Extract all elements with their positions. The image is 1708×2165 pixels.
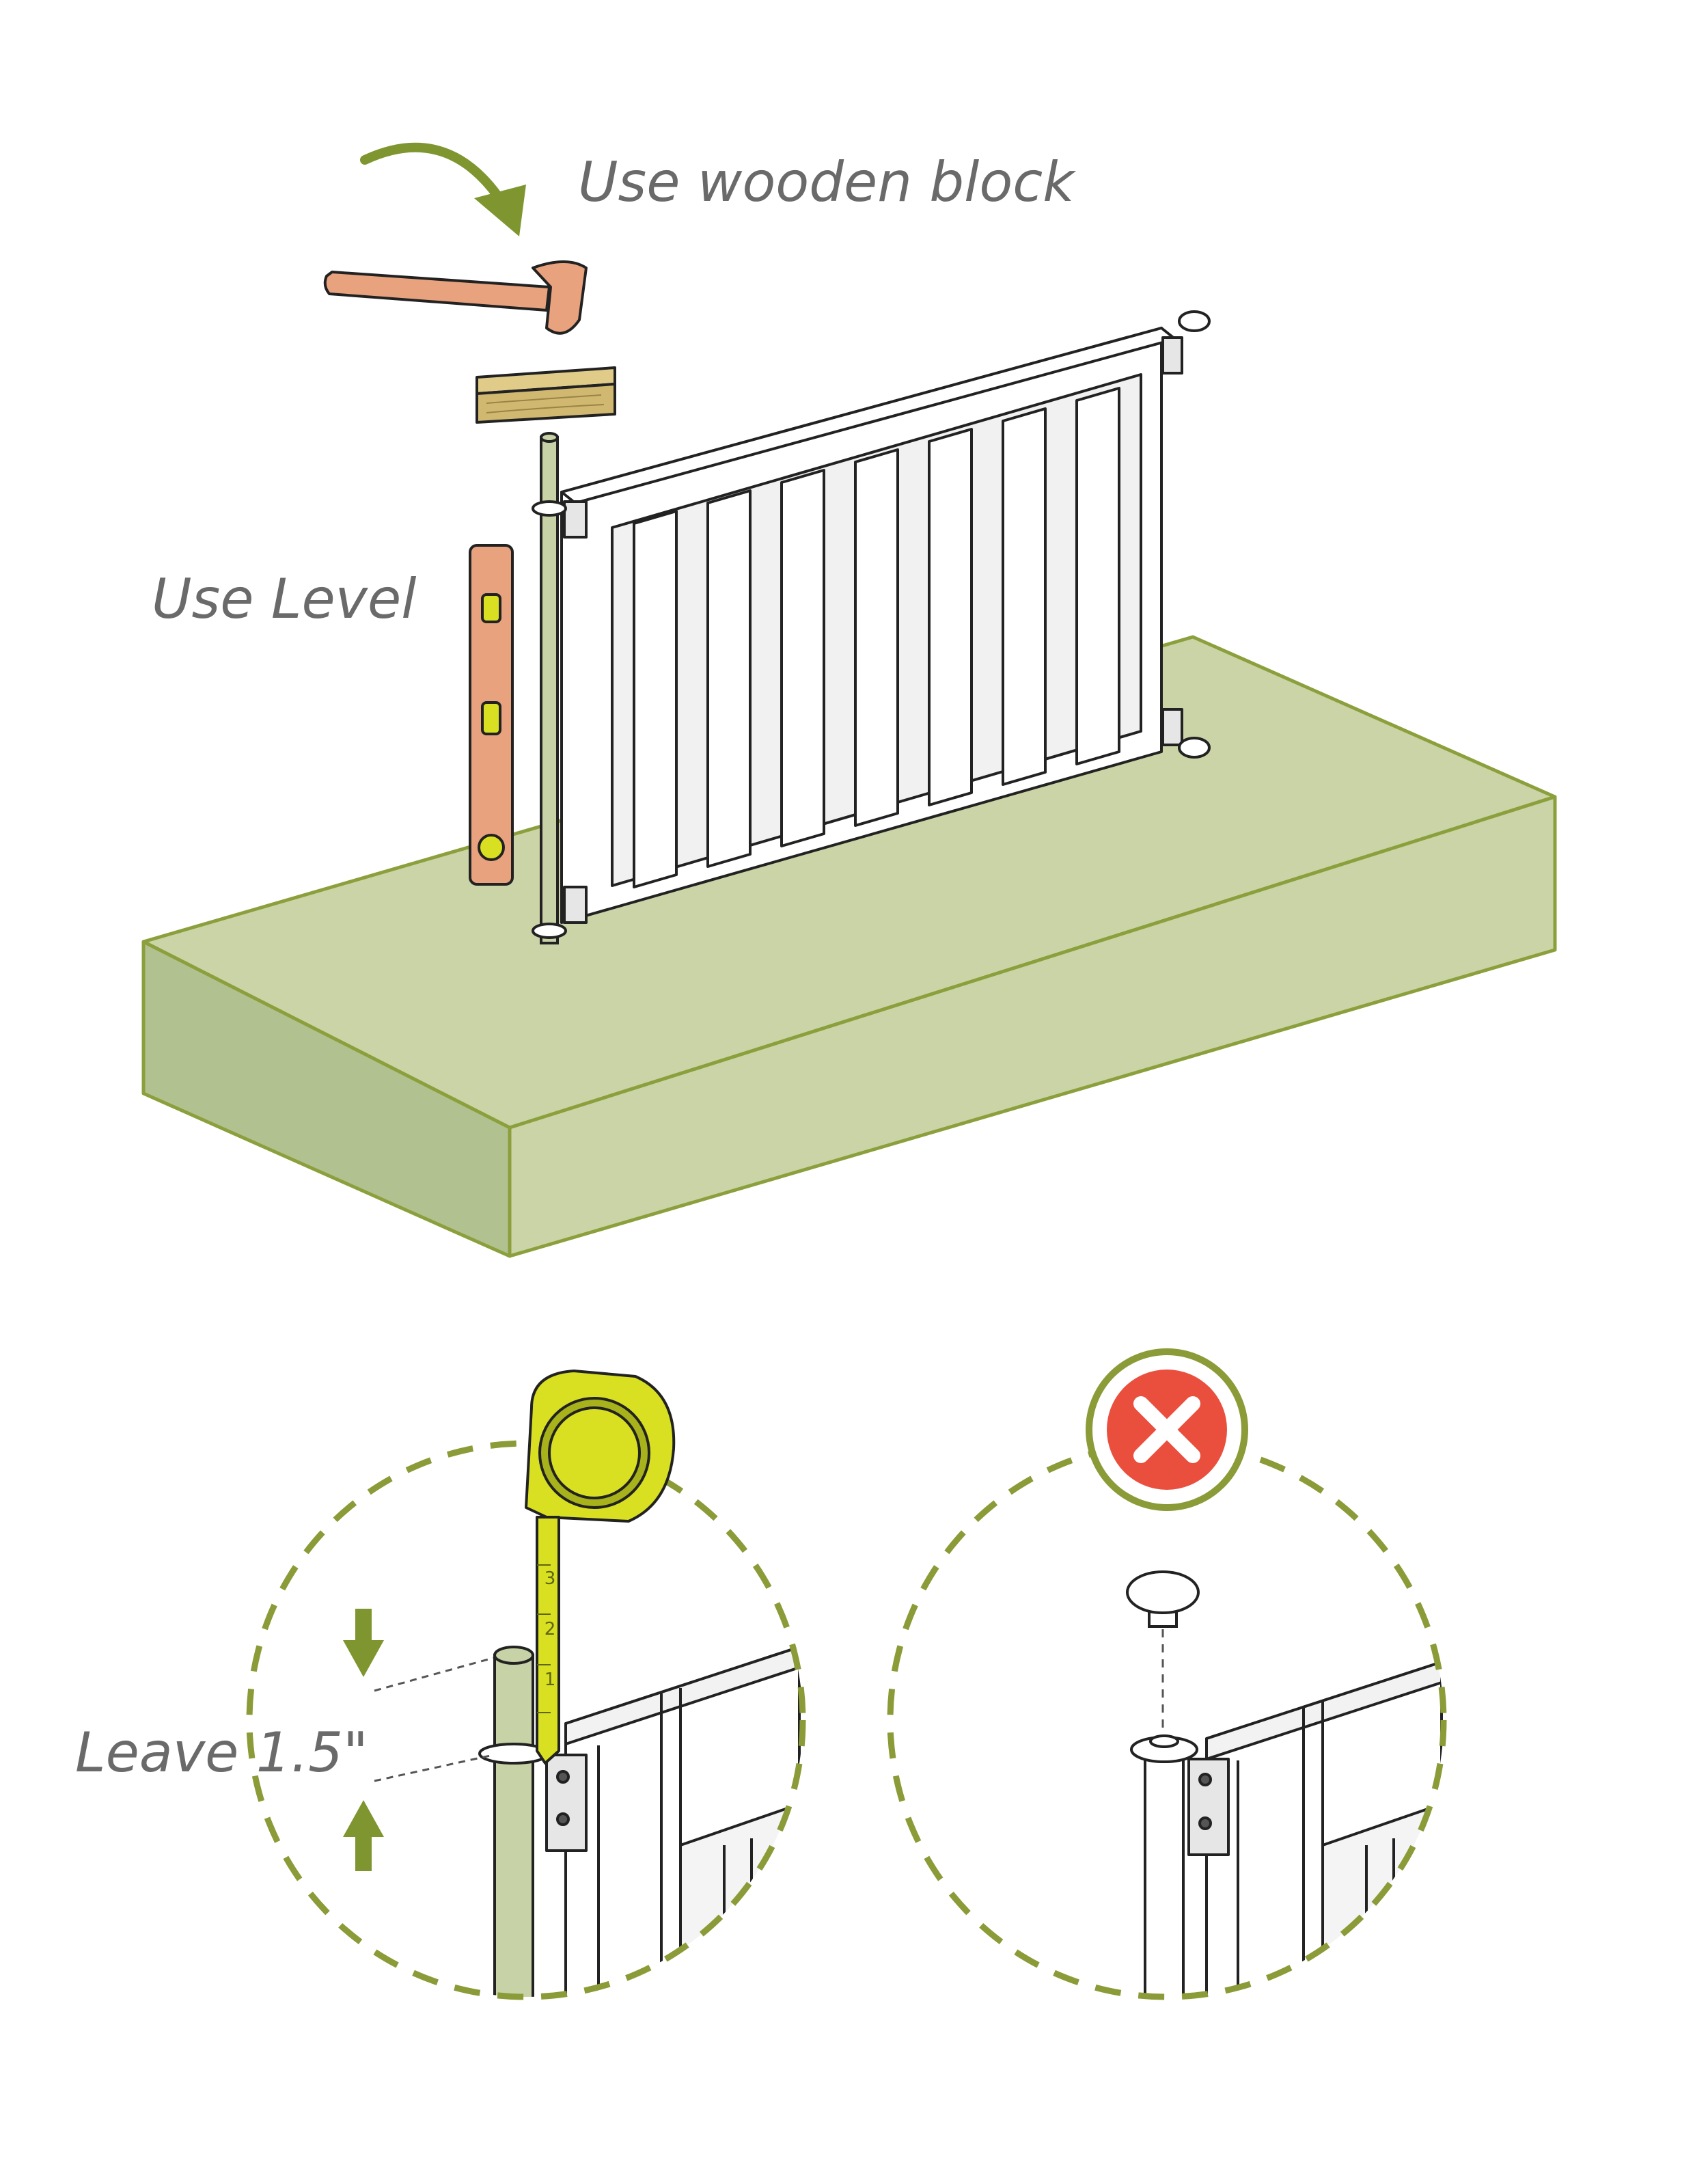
curved-arrow-icon [360, 142, 502, 200]
tape-measure-icon [525, 1370, 676, 1765]
platform [141, 635, 1557, 1258]
detail-left-dashed-circle [246, 1440, 806, 2000]
block-front [476, 383, 616, 424]
arrow-up-icon [343, 1800, 384, 1871]
detail-right [887, 1348, 1447, 2000]
post-cap-icon [1126, 1570, 1200, 1628]
wooden-block [476, 366, 616, 424]
x-circle-icon [1086, 1348, 1248, 1511]
post-top [540, 432, 559, 443]
hinge-ring-top-right [1178, 310, 1211, 332]
hammer-handle [323, 271, 551, 312]
tape-tick-3: 3 [545, 1568, 556, 1589]
detail-left: 3 2 1 Leave 1.5" [75, 1370, 806, 2000]
right-bracket [1187, 1758, 1230, 1856]
tape-tick-2: 2 [545, 1619, 556, 1639]
left-bracket [545, 1754, 588, 1852]
post-ring-bottom [532, 923, 567, 939]
bracket-bottom-left [563, 886, 588, 924]
detail-right-post [1130, 1734, 1198, 1997]
curved-arrow-head [474, 185, 526, 236]
bracket-top-right [1161, 336, 1183, 375]
level-vial-top [481, 593, 501, 623]
post-ring-top [532, 500, 567, 517]
label-level: Use Level [152, 567, 416, 631]
gate-post [532, 432, 567, 944]
dimension-line-bottom [374, 1754, 494, 1782]
level-vial-bottom [478, 834, 505, 861]
dimension-line-top [374, 1657, 494, 1692]
hammer-head [532, 260, 588, 335]
hinge-ring-bottom-right [1178, 737, 1211, 759]
level-vial-middle [481, 701, 501, 735]
spirit-level-icon [469, 544, 514, 886]
tape-ticks [537, 1564, 551, 1713]
gate-pickets [633, 387, 1120, 888]
tape-blade [536, 1516, 560, 1765]
label-wooden-block: Use wooden block [578, 150, 1076, 214]
bracket-top-left [563, 500, 588, 539]
hammer-icon [323, 260, 588, 335]
label-leave: Leave 1.5" [75, 1721, 368, 1784]
gate-panel [560, 310, 1211, 924]
arrow-down-icon [343, 1609, 384, 1677]
platform-side-front [508, 795, 1557, 1258]
bracket-bottom-right [1161, 708, 1183, 746]
detail-right-dashed-circle [887, 1440, 1447, 2000]
detail-left-post [478, 1646, 549, 1997]
tape-tick-1: 1 [545, 1670, 556, 1690]
